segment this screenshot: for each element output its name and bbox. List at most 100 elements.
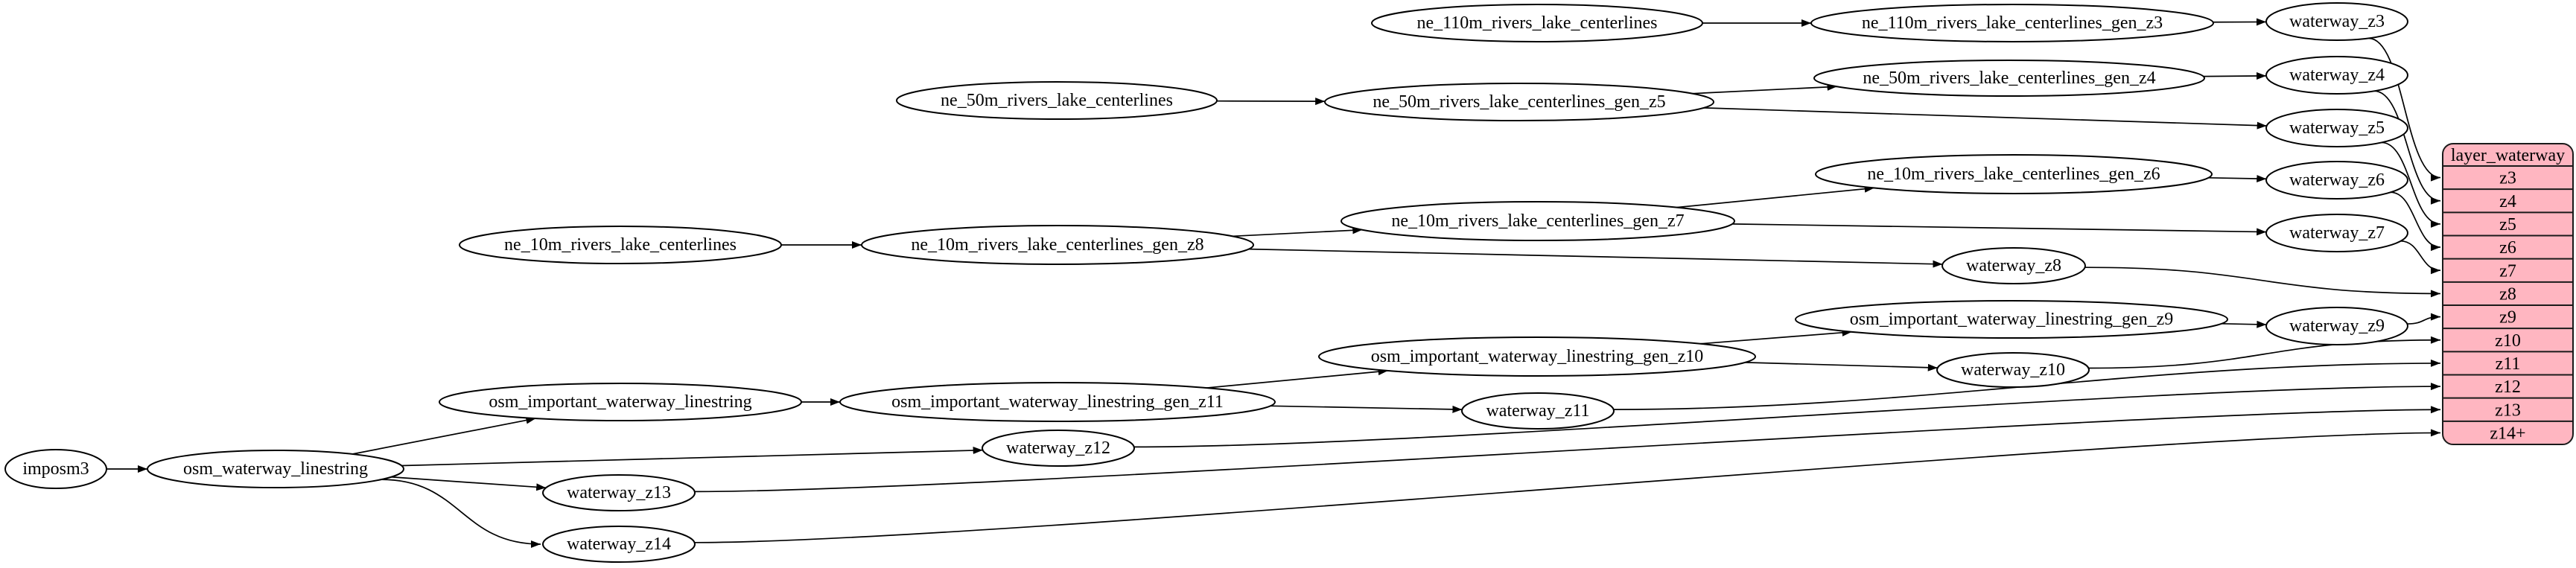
waterway-z6-label: waterway_z6 xyxy=(2289,170,2385,190)
ne-50m-rivers-lake-centerlines-gen-z4-ellipse xyxy=(1813,60,2205,97)
table-row-z7: z7 xyxy=(2499,261,2516,281)
node-waterway-z6: waterway_z6 xyxy=(2265,161,2408,200)
node-ne-10m-rivers-lake-centerlines-gen-z8: ne_10m_rivers_lake_centerlines_gen_z8 xyxy=(861,225,1254,265)
table-row-z8: z8 xyxy=(2499,284,2516,304)
node-waterway-z12: waterway_z12 xyxy=(982,430,1135,467)
osm-important-waterway-linestring-label: osm_important_waterway_linestring xyxy=(489,392,751,412)
edges-layer xyxy=(106,18,2441,548)
node-ne-10m-rivers-lake-centerlines: ne_10m_rivers_lake_centerlines xyxy=(459,226,782,264)
node-waterway-z4: waterway_z4 xyxy=(2265,56,2408,95)
waterway-z13-ellipse xyxy=(542,474,696,511)
osm-waterway-linestring-label: osm_waterway_linestring xyxy=(183,459,368,479)
ne-110m-rivers-lake-centerlines-ellipse xyxy=(1371,4,1703,42)
osm-important-waterway-linestring-gen-z11-ellipse xyxy=(839,382,1276,422)
node-waterway-z11: waterway_z11 xyxy=(1461,392,1615,430)
ne-10m-rivers-lake-centerlines-label: ne_10m_rivers_lake_centerlines xyxy=(504,235,737,255)
edge-osm-important-waterway-linestring-gen-z10-to-waterway-z10 xyxy=(1745,362,1938,371)
node-waterway-z5: waterway_z5 xyxy=(2265,109,2408,147)
edge-waterway-z13-to-layer-waterway-z13 xyxy=(694,406,2441,493)
table-row-z10: z10 xyxy=(2495,331,2521,351)
edge-osm-waterway-linestring-to-waterway-z12 xyxy=(401,447,983,467)
waterway-z10-label: waterway_z10 xyxy=(1961,360,2065,380)
node-waterway-z9: waterway_z9 xyxy=(2265,307,2408,345)
ne-50m-rivers-lake-centerlines-gen-z5-label: ne_50m_rivers_lake_centerlines_gen_z5 xyxy=(1373,92,1665,112)
node-ne-10m-rivers-lake-centerlines-gen-z7: ne_10m_rivers_lake_centerlines_gen_z7 xyxy=(1341,201,1735,241)
node-waterway-z14: waterway_z14 xyxy=(542,526,696,563)
node-osm-important-waterway-linestring-gen-z9: osm_important_waterway_linestring_gen_z9 xyxy=(1795,300,2228,339)
osm-waterway-linestring-ellipse xyxy=(147,450,404,488)
ne-10m-rivers-lake-centerlines-gen-z6-label: ne_10m_rivers_lake_centerlines_gen_z6 xyxy=(1867,165,2160,184)
edge-osm-waterway-linestring-to-osm-important-waterway-linestring xyxy=(352,416,536,455)
waterway-z13-label: waterway_z13 xyxy=(567,483,671,502)
edge-ne-50m-rivers-lake-centerlines-gen-z4-to-waterway-z4 xyxy=(2203,71,2267,80)
waterway-z10-ellipse xyxy=(1936,352,2090,388)
node-osm-important-waterway-linestring-gen-z10: osm_important_waterway_linestring_gen_z1… xyxy=(1318,336,1756,377)
edge-ne-10m-rivers-lake-centerlines-gen-z7-to-ne-10m-rivers-lake-centerlines-gen-z6 xyxy=(1676,185,1874,208)
table-row-z11: z11 xyxy=(2496,354,2521,374)
node-waterway-z10: waterway_z10 xyxy=(1936,352,2090,388)
table-row-z3: z3 xyxy=(2499,169,2516,188)
table-layer: layer_waterwayz3z4z5z6z7z8z9z10z11z12z13… xyxy=(2442,143,2574,445)
node-osm-waterway-linestring: osm_waterway_linestring xyxy=(147,450,404,488)
waterway-z11-ellipse xyxy=(1461,392,1615,430)
edge-ne-10m-rivers-lake-centerlines-gen-z8-to-waterway-z8 xyxy=(1248,248,1943,268)
edge-osm-important-waterway-linestring-gen-z11-to-waterway-z11 xyxy=(1270,405,1463,413)
osm-important-waterway-linestring-gen-z11-label: osm_important_waterway_linestring_gen_z1… xyxy=(891,392,1224,412)
edge-ne-10m-rivers-lake-centerlines-gen-z7-to-waterway-z7 xyxy=(1732,223,2267,236)
edge-ne-10m-rivers-lake-centerlines-gen-z6-to-waterway-z6 xyxy=(2208,175,2267,183)
ne-10m-rivers-lake-centerlines-ellipse xyxy=(459,226,782,264)
waterway-z12-ellipse xyxy=(982,430,1135,467)
edge-ne-50m-rivers-lake-centerlines-gen-z5-to-ne-50m-rivers-lake-centerlines-gen-z4 xyxy=(1692,83,1837,95)
edge-ne-10m-rivers-lake-centerlines-gen-z8-to-ne-10m-rivers-lake-centerlines-gen-z7 xyxy=(1233,226,1363,237)
waterway-z4-ellipse xyxy=(2265,56,2408,95)
ne-10m-rivers-lake-centerlines-gen-z6-ellipse xyxy=(1815,154,2213,194)
waterway-z7-label: waterway_z7 xyxy=(2289,223,2385,243)
node-osm-important-waterway-linestring-gen-z11: osm_important_waterway_linestring_gen_z1… xyxy=(839,382,1276,422)
ne-110m-rivers-lake-centerlines-gen-z3-ellipse xyxy=(1810,4,2214,42)
waterway-z4-label: waterway_z4 xyxy=(2289,66,2385,85)
osm-important-waterway-linestring-gen-z9-ellipse xyxy=(1795,300,2228,339)
waterway-z3-ellipse xyxy=(2265,2,2408,41)
waterway-z14-label: waterway_z14 xyxy=(567,535,671,554)
waterway-z6-ellipse xyxy=(2265,161,2408,200)
imposm3-ellipse xyxy=(4,449,107,489)
waterway-z3-label: waterway_z3 xyxy=(2289,12,2385,31)
waterway-z11-label: waterway_z11 xyxy=(1486,401,1589,421)
edge-waterway-z5-to-layer-waterway-z5 xyxy=(2381,141,2441,228)
edge-waterway-z4-to-layer-waterway-z4 xyxy=(2373,90,2441,205)
edge-waterway-z6-to-layer-waterway-z6 xyxy=(2390,191,2441,252)
ne-50m-rivers-lake-centerlines-gen-z5-ellipse xyxy=(1324,83,1714,121)
waterway-z5-ellipse xyxy=(2265,109,2408,147)
node-ne-50m-rivers-lake-centerlines-gen-z5: ne_50m_rivers_lake_centerlines_gen_z5 xyxy=(1324,83,1714,121)
node-ne-10m-rivers-lake-centerlines-gen-z6: ne_10m_rivers_lake_centerlines_gen_z6 xyxy=(1815,154,2213,194)
waterway-z5-label: waterway_z5 xyxy=(2289,118,2385,138)
waterway-z8-ellipse xyxy=(1941,247,2086,284)
table-row-z14plus: z14+ xyxy=(2490,424,2525,443)
node-waterway-z8: waterway_z8 xyxy=(1941,247,2086,284)
node-waterway-z13: waterway_z13 xyxy=(542,474,696,511)
osm-important-waterway-linestring-gen-z9-label: osm_important_waterway_linestring_gen_z9 xyxy=(1850,310,2174,329)
ne-10m-rivers-lake-centerlines-gen-z7-ellipse xyxy=(1341,201,1735,241)
edge-waterway-z14-to-layer-waterway-z14plus xyxy=(694,429,2441,543)
waterway-z9-ellipse xyxy=(2265,307,2408,345)
ne-10m-rivers-lake-centerlines-gen-z7-label: ne_10m_rivers_lake_centerlines_gen_z7 xyxy=(1391,211,1684,231)
edge-waterway-z7-to-layer-waterway-z7 xyxy=(2400,240,2441,275)
node-waterway-z3: waterway_z3 xyxy=(2265,2,2408,41)
osm-important-waterway-linestring-gen-z10-label: osm_important_waterway_linestring_gen_z1… xyxy=(1371,347,1704,366)
ne-10m-rivers-lake-centerlines-gen-z8-label: ne_10m_rivers_lake_centerlines_gen_z8 xyxy=(911,235,1203,255)
osm-important-waterway-linestring-gen-z10-ellipse xyxy=(1318,336,1756,377)
ne-110m-rivers-lake-centerlines-label: ne_110m_rivers_lake_centerlines xyxy=(1417,13,1658,33)
waterway-z14-ellipse xyxy=(542,526,696,563)
ne-50m-rivers-lake-centerlines-ellipse xyxy=(896,81,1218,120)
edge-osm-waterway-linestring-to-waterway-z14 xyxy=(381,479,541,548)
node-ne-50m-rivers-lake-centerlines: ne_50m_rivers_lake_centerlines xyxy=(896,81,1218,120)
edge-osm-waterway-linestring-to-waterway-z13 xyxy=(391,476,547,491)
edge-osm-important-waterway-linestring-gen-z10-to-osm-important-waterway-linestring-gen-z9 xyxy=(1700,328,1852,345)
edge-osm-important-waterway-linestring-gen-z9-to-waterway-z9 xyxy=(2222,320,2267,328)
table-row-z12: z12 xyxy=(2495,377,2521,397)
ne-50m-rivers-lake-centerlines-gen-z4-label: ne_50m_rivers_lake_centerlines_gen_z4 xyxy=(1863,68,2155,88)
node-waterway-z7: waterway_z7 xyxy=(2265,214,2408,252)
node-osm-important-waterway-linestring: osm_important_waterway_linestring xyxy=(439,383,802,421)
edge-osm-important-waterway-linestring-gen-z11-to-osm-important-waterway-linestring-gen-z10 xyxy=(1206,368,1388,389)
